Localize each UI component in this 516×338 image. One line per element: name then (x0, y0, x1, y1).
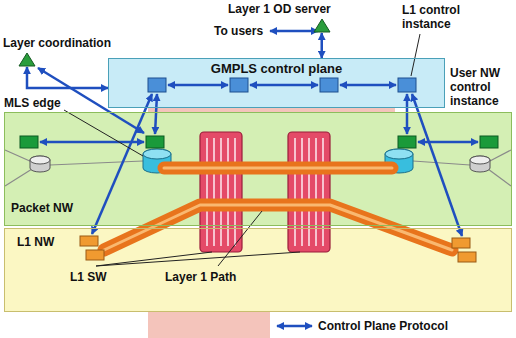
control-protocol-arrow (155, 94, 157, 134)
router-symbol (30, 156, 490, 172)
node-label: Packet NW (11, 201, 73, 215)
control-protocol-arrow (418, 141, 478, 144)
control-protocol-arrow (250, 84, 318, 87)
pink-region (148, 310, 270, 338)
control-protocol-arrow (38, 31, 478, 326)
router-symbol (30, 156, 50, 164)
leader-line (218, 211, 262, 266)
l1-node-box (452, 238, 470, 248)
l1-switch (200, 132, 330, 252)
l1-switch (288, 132, 330, 252)
control-protocol-arrow (168, 84, 228, 87)
node-label: GMPLS control plane (211, 62, 342, 76)
control-protocol-connector (27, 67, 108, 88)
band-fill (4, 58, 512, 312)
l1-node-box (80, 236, 98, 246)
mls-edge-router (143, 149, 413, 173)
l1-switch (227, 138, 229, 246)
control-protocol-arrow (340, 84, 396, 87)
band-fill (108, 58, 445, 108)
l1-switch (308, 138, 310, 246)
router-symbol (470, 156, 490, 164)
control-protocol-arrow (92, 94, 152, 234)
l1-switch (234, 138, 236, 246)
user-control-instance-box (480, 136, 498, 148)
leader-line (64, 34, 420, 266)
user-control-instance-box (146, 136, 164, 148)
packet-wire (50, 161, 143, 165)
coordination-icon: Layer coordination (3, 36, 111, 67)
annotation-label: User NW control instance (450, 66, 514, 108)
mls-edge-router (143, 149, 171, 159)
control-protocol-arrow (277, 325, 312, 328)
leader-line (64, 110, 143, 156)
node-label: Layer coordination (3, 36, 111, 50)
server-triangle (313, 18, 331, 33)
packet-wire (488, 169, 511, 186)
packet-network-band: Packet NW (4, 112, 512, 226)
leader-line (411, 34, 420, 76)
control-protocol-arrow (412, 94, 462, 236)
router-symbol (30, 156, 50, 172)
l1-node-box (458, 252, 476, 262)
annotation-label: MLS edge (4, 96, 61, 110)
l1-node-box (80, 236, 476, 262)
layer1-path-tube (164, 167, 392, 170)
l1-switch (315, 138, 317, 246)
packet-wire (488, 150, 511, 162)
leader-line (96, 252, 300, 266)
layer1-path-tube (164, 162, 392, 175)
server-triangle (314, 19, 330, 32)
annotation-label: To users (214, 24, 263, 38)
control-instance-box (148, 78, 416, 92)
l1-switch (200, 132, 242, 252)
packet-wire (5, 150, 32, 162)
server-triangle (18, 52, 36, 67)
l1-switch (206, 138, 208, 246)
user-control-instance-box (20, 136, 38, 148)
control-protocol-arrow (406, 94, 409, 134)
l1-switch (213, 138, 215, 246)
l1-switch (301, 138, 303, 246)
annotation-label: L1 SW (70, 270, 107, 284)
layer1-path-tube (104, 168, 452, 250)
control-plane-band: GMPLS control plane (108, 58, 445, 108)
control-instance-box (148, 78, 166, 92)
server-triangle (19, 53, 35, 66)
legend-text: Control Plane Protocol (318, 319, 448, 333)
packet-wire (413, 161, 470, 165)
packet-wire (5, 169, 32, 186)
l1-switch (294, 138, 296, 246)
l1-node-box (86, 250, 104, 260)
packet-wire (5, 150, 511, 186)
control-instance-box (320, 78, 338, 92)
l1-switch (322, 138, 324, 246)
legend-entry: Control Plane Protocol (318, 319, 448, 333)
annotation-label: Layer 1 Path (165, 270, 236, 284)
annotation-label: L1 control instance (402, 3, 474, 31)
control-instance-box (398, 78, 416, 92)
l1-switch (220, 138, 222, 246)
mls-edge-router (385, 149, 413, 159)
node-label: L1 NW (17, 235, 54, 249)
control-protocol-connector (320, 33, 323, 58)
control-protocol-arrow (270, 30, 318, 33)
user-control-instance-box (398, 136, 416, 148)
router-symbol (470, 156, 490, 172)
control-protocol-arrow (40, 141, 144, 144)
node-label: Layer 1 OD server (228, 2, 331, 16)
control-instance-box (230, 78, 248, 92)
